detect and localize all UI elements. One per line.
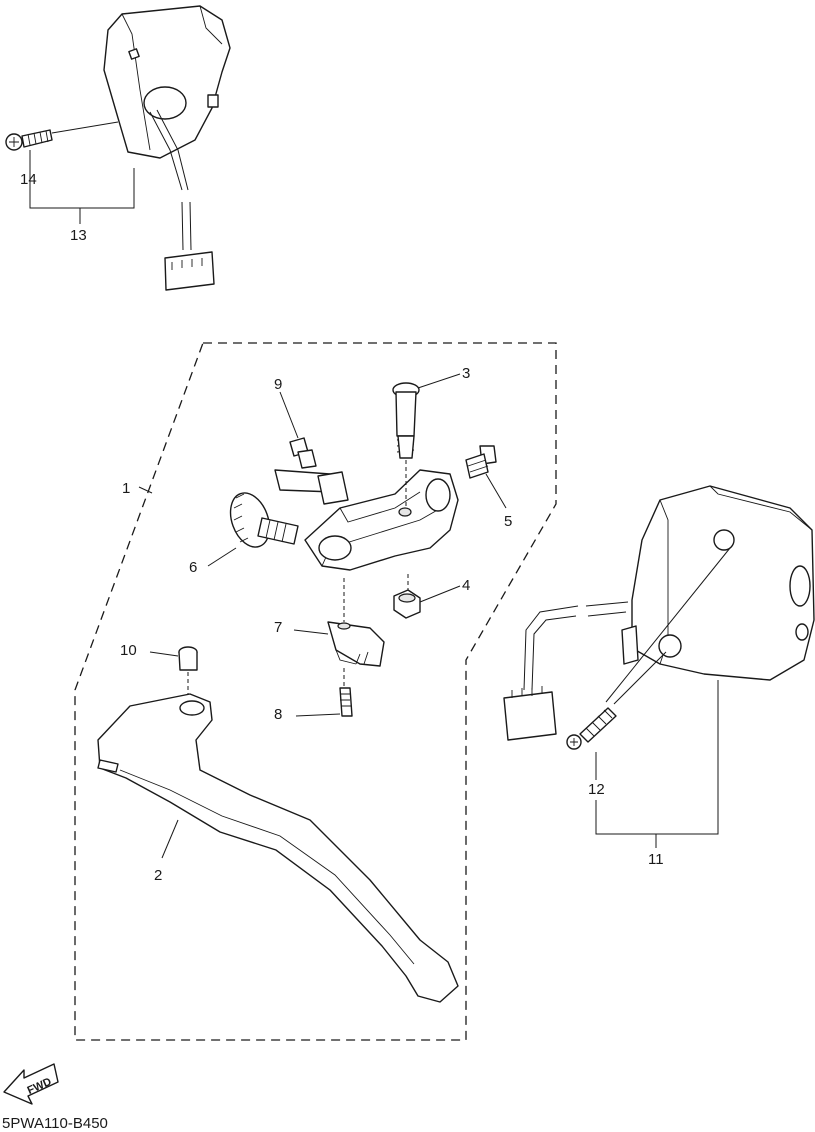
collar-10 [178, 646, 198, 671]
callout-4: 4 [462, 577, 470, 594]
pivot-bolt-3 [392, 382, 420, 459]
callout-5: 5 [504, 513, 512, 530]
adjuster-6 [229, 492, 299, 548]
callout-2: 2 [154, 867, 162, 884]
callout-14: 14 [20, 171, 37, 188]
diagram-code: 5PWA110-B450 [2, 1115, 108, 1132]
switch-bracket [274, 469, 349, 505]
lever-holder [304, 469, 459, 571]
callout-9: 9 [274, 376, 282, 393]
left-handlebar-switch-assembly [5, 5, 231, 291]
callout-13: 13 [70, 227, 87, 244]
callout-7: 7 [274, 619, 282, 636]
callout-12: 12 [588, 781, 605, 798]
forward-arrow-icon: FWD [3, 1063, 59, 1105]
callout-3: 3 [462, 365, 470, 382]
left-switch-connector [164, 251, 215, 291]
brake-switch-7 [327, 621, 385, 667]
left-switch-housing [103, 5, 231, 159]
right-switch-housing [631, 485, 815, 681]
screw-9 [289, 437, 317, 469]
screw-14 [5, 129, 53, 151]
screw-8 [339, 687, 353, 717]
callout-1: 1 [122, 480, 130, 497]
screw-5 [465, 445, 497, 479]
callout-6: 6 [189, 559, 197, 576]
callout-11: 11 [648, 851, 664, 868]
callout-10: 10 [120, 642, 137, 659]
right-switch-connector [503, 691, 557, 741]
callout-8: 8 [274, 706, 282, 723]
nut-4 [393, 589, 421, 619]
lever-assembly-boundary [74, 342, 557, 1041]
screw-12 [566, 707, 617, 750]
brake-lever-2 [97, 693, 459, 1003]
right-handlebar-switch-assembly [503, 485, 815, 741]
